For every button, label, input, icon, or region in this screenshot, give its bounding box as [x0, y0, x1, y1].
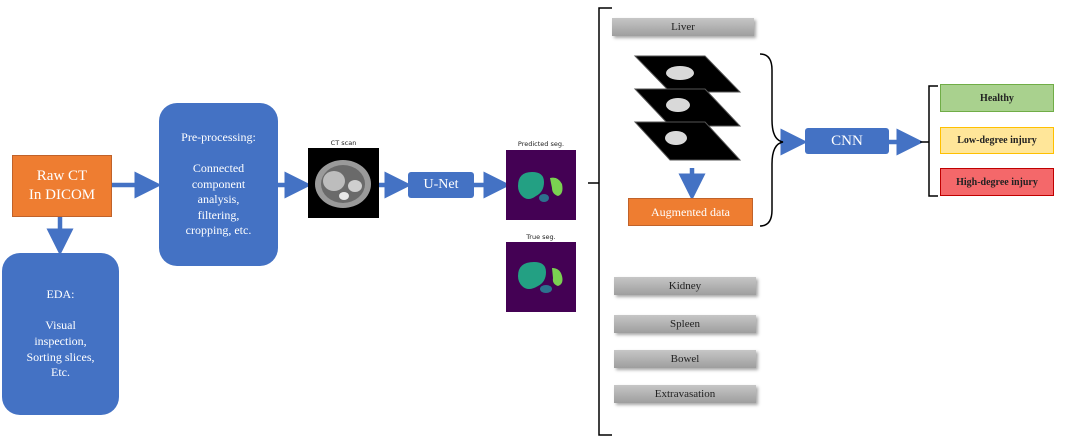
true-seg-caption: True seg.: [526, 233, 556, 241]
raw-ct-box: Raw CT In DICOM: [12, 155, 112, 217]
organs-bracket: [588, 7, 612, 436]
true-seg-image: [506, 242, 576, 312]
cnn-box: CNN: [805, 128, 889, 154]
outputs-bracket: [920, 85, 938, 197]
output-high-degree-injury: High-degree injury: [940, 168, 1054, 196]
organ-liver: Liver: [612, 18, 754, 36]
eda-box: EDA: Visual inspection, Sorting slices, …: [2, 253, 119, 415]
output-low-degree-injury: Low-degree injury: [940, 127, 1054, 154]
augmented-data-box: Augmented data: [628, 198, 753, 226]
output-healthy: Healthy: [940, 84, 1054, 112]
ct-scan-image: [308, 148, 379, 218]
liver-slice-stack: [633, 55, 742, 161]
ct-scan-caption: CT scan: [330, 139, 357, 147]
organ-spleen: Spleen: [614, 315, 756, 333]
organ-kidney: Kidney: [614, 277, 756, 295]
unet-box: U-Net: [408, 172, 474, 198]
predicted-seg-image: [506, 150, 576, 220]
organ-bowel: Bowel: [614, 350, 756, 368]
organ-extravasation: Extravasation: [614, 385, 756, 403]
preprocessing-box: Pre-processing: Connected component anal…: [159, 103, 278, 266]
curly-brace: [759, 53, 784, 227]
predicted-seg-caption: Predicted seg.: [517, 140, 565, 148]
